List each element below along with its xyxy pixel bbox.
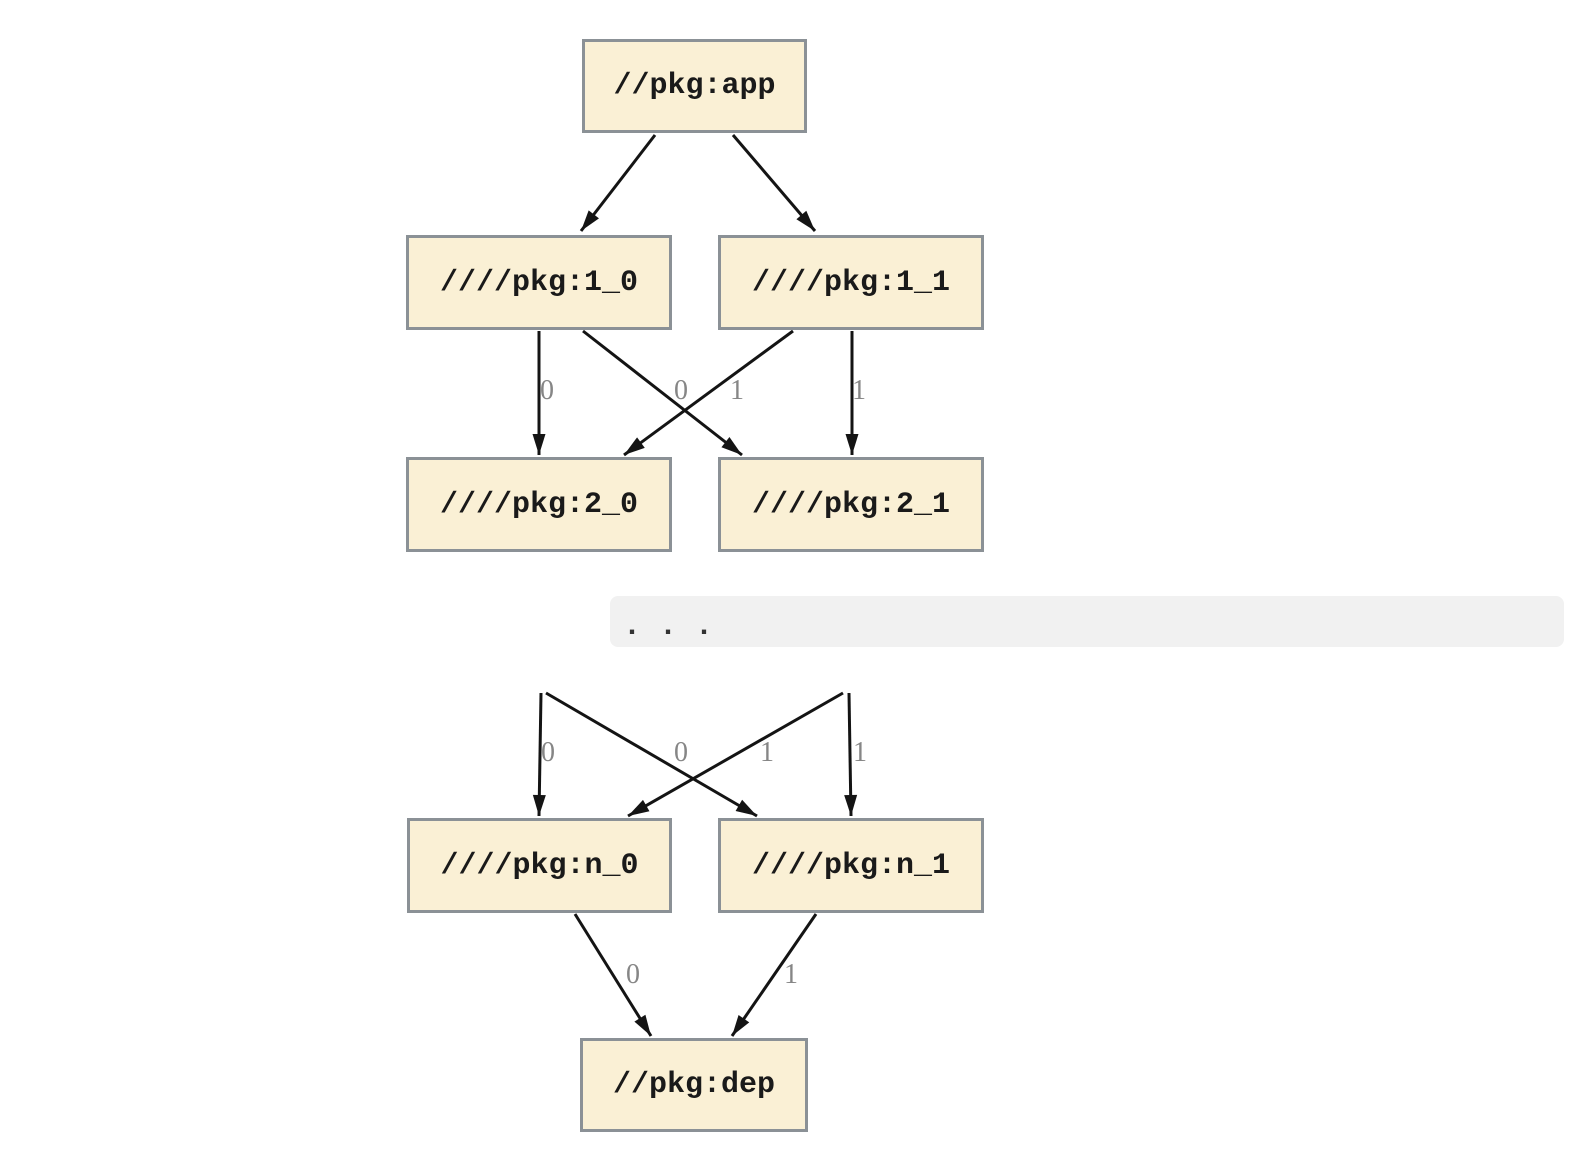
node-label: ////pkg:n_1 bbox=[751, 848, 951, 883]
edge-label: 1 bbox=[853, 737, 867, 768]
node-pkg-1_0: ////pkg:1_0 bbox=[406, 235, 672, 330]
edge-app-to-1_1 bbox=[731, 134, 817, 232]
edge-label: 1 bbox=[852, 375, 866, 406]
node-pkg-n_1: ////pkg:n_1 bbox=[718, 818, 984, 913]
edge-label: 1 bbox=[760, 737, 774, 768]
edge-ellipsis-to-n_0-diagonal bbox=[627, 691, 844, 818]
node-pkg-app: //pkg:app bbox=[582, 39, 807, 133]
node-label: ////pkg:1_0 bbox=[439, 265, 639, 300]
edge-n_1-to-dep bbox=[730, 913, 818, 1037]
edge-1_1-to-2_0 bbox=[623, 329, 794, 457]
node-label: ////pkg:1_1 bbox=[751, 265, 951, 300]
node-pkg-n_0: ////pkg:n_0 bbox=[407, 818, 672, 913]
ellipsis-dots: . . . bbox=[623, 609, 714, 644]
ellipsis-bar: . . . bbox=[610, 596, 1564, 647]
edge-n_0-to-dep bbox=[573, 913, 653, 1037]
edge-label: 1 bbox=[730, 375, 744, 406]
edge-ellipsis-to-n_0-vertical bbox=[532, 692, 546, 817]
edge-label: 0 bbox=[674, 375, 688, 406]
edge-1_0-to-2_1 bbox=[582, 329, 743, 457]
node-label: ////pkg:2_1 bbox=[751, 487, 951, 522]
node-pkg-2_1: ////pkg:2_1 bbox=[718, 457, 984, 552]
node-label: //pkg:dep bbox=[612, 1068, 776, 1102]
edge-label: 0 bbox=[626, 959, 640, 990]
edge-ellipsis-to-n_1-vertical bbox=[844, 692, 858, 817]
edge-label: 0 bbox=[674, 737, 688, 768]
node-label: ////pkg:n_0 bbox=[440, 848, 639, 883]
edge-label: 1 bbox=[784, 959, 798, 990]
node-pkg-dep: //pkg:dep bbox=[580, 1038, 808, 1132]
edge-app-to-1_0 bbox=[579, 134, 657, 232]
node-pkg-2_0: ////pkg:2_0 bbox=[406, 457, 672, 552]
edge-label: 0 bbox=[540, 375, 554, 406]
node-pkg-1_1: ////pkg:1_1 bbox=[718, 235, 984, 330]
edge-label: 0 bbox=[541, 737, 555, 768]
node-label: //pkg:app bbox=[613, 69, 776, 103]
edge-ellipsis-to-n_1-diagonal bbox=[545, 691, 758, 818]
node-label: ////pkg:2_0 bbox=[439, 487, 639, 522]
